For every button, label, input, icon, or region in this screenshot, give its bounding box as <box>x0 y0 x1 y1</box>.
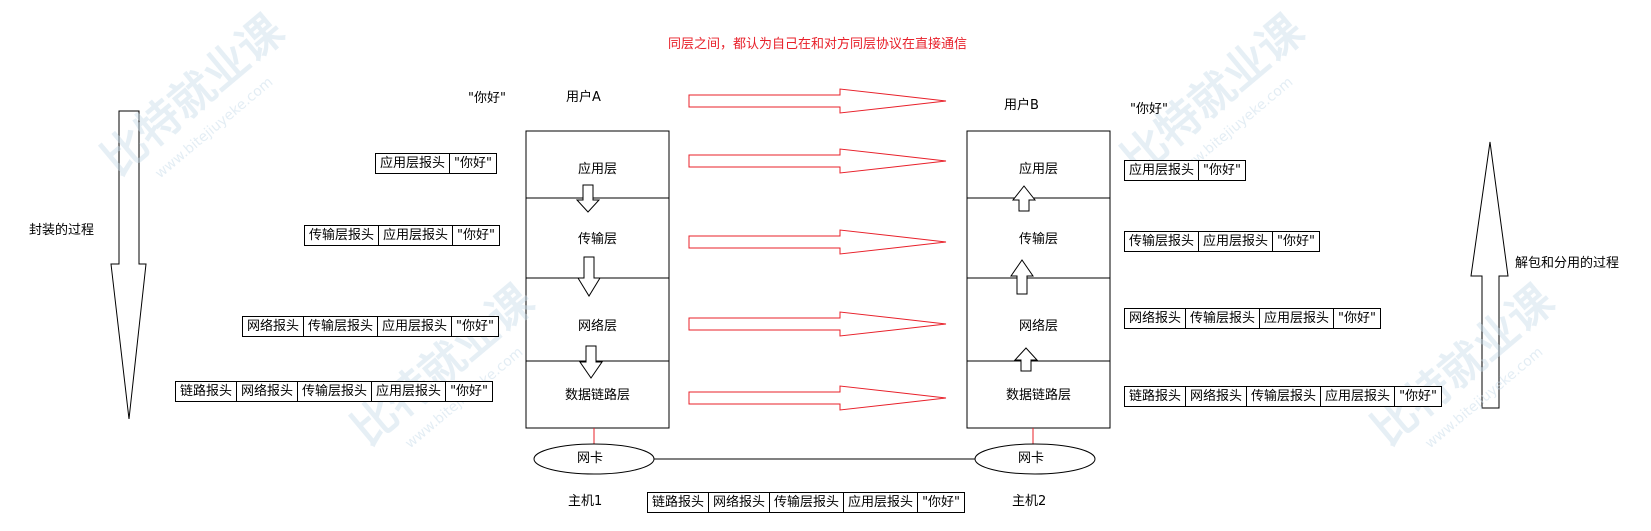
encapsulation-arrow <box>110 110 147 420</box>
payload: "你好" <box>445 381 494 402</box>
host2-layer-link: 数据链路层 <box>1005 388 1071 403</box>
host1-user-label: 用户A <box>566 90 601 105</box>
packet-trans-left: 传输层报头 应用层报头 "你好" <box>304 225 500 246</box>
host1-label: 主机1 <box>568 494 603 509</box>
app-header: 应用层报头 <box>1259 308 1335 329</box>
app-header: 应用层报头 <box>377 316 453 337</box>
host1-layer-app: 应用层 <box>577 162 617 177</box>
trans-header: 传输层报头 <box>1185 308 1261 329</box>
encapsulation-label: 封装的过程 <box>29 223 95 238</box>
link-header: 链路报头 <box>647 492 710 513</box>
packet-on-wire: 链路报头 网络报头 传输层报头 应用层报头 "你好" <box>647 492 966 513</box>
packet-link-right: 链路报头 网络报头 传输层报头 应用层报头 "你好" <box>1124 386 1443 407</box>
peer-arrows <box>688 88 947 411</box>
peer-arrow-trans <box>688 229 947 255</box>
host2-stack-box <box>966 130 1111 429</box>
host1-layer-link: 数据链路层 <box>564 388 630 403</box>
decapsulation-label: 解包和分用的过程 <box>1515 256 1620 271</box>
trans-header: 传输层报头 <box>1246 386 1322 407</box>
packet-trans-right: 传输层报头 应用层报头 "你好" <box>1124 231 1320 252</box>
trans-header: 传输层报头 <box>304 225 380 246</box>
host1-layer-trans: 传输层 <box>577 232 617 247</box>
down-arrow-1 <box>575 184 601 213</box>
net-header: 网络报头 <box>708 492 771 513</box>
net-header: 网络报头 <box>236 381 299 402</box>
host1-layer-net: 网络层 <box>577 319 617 334</box>
up-arrow-1 <box>1011 185 1037 212</box>
app-header: 应用层报头 <box>371 381 447 402</box>
peer-arrow-app <box>688 148 947 174</box>
host2-message: "你好" <box>1130 102 1168 117</box>
payload: "你好" <box>451 316 500 337</box>
payload: "你好" <box>452 225 500 246</box>
payload: "你好" <box>917 492 966 513</box>
up-arrow-3 <box>1013 347 1039 372</box>
down-arrow-2 <box>577 256 601 297</box>
packet-link-left: 链路报头 网络报头 传输层报头 应用层报头 "你好" <box>175 381 494 402</box>
app-header: 应用层报头 <box>378 225 454 246</box>
app-header: 应用层报头 <box>375 153 451 174</box>
trans-header: 传输层报头 <box>1124 231 1200 252</box>
link-header: 链路报头 <box>175 381 238 402</box>
host2-label: 主机2 <box>1012 494 1047 509</box>
host2-layer-net: 网络层 <box>1018 319 1058 334</box>
peer-arrow-link <box>688 385 947 411</box>
packet-net-right: 网络报头 传输层报头 应用层报头 "你好" <box>1124 308 1382 329</box>
host1-nic-label: 网卡 <box>577 451 604 466</box>
host1-message: "你好" <box>468 91 506 106</box>
up-arrow-2 <box>1010 259 1034 295</box>
packet-net-left: 网络报头 传输层报头 应用层报头 "你好" <box>242 316 500 337</box>
trans-header: 传输层报头 <box>769 492 845 513</box>
host2-layer-trans: 传输层 <box>1018 232 1058 247</box>
packet-app-left: 应用层报头 "你好" <box>375 153 497 174</box>
net-header: 网络报头 <box>1185 386 1248 407</box>
decapsulation-arrow <box>1470 141 1509 409</box>
packet-app-right: 应用层报头 "你好" <box>1124 160 1246 181</box>
payload: "你好" <box>449 153 497 174</box>
payload: "你好" <box>1394 386 1443 407</box>
payload: "你好" <box>1272 231 1320 252</box>
payload: "你好" <box>1333 308 1382 329</box>
host2-layer-app: 应用层 <box>1018 162 1058 177</box>
app-header: 应用层报头 <box>1320 386 1396 407</box>
peer-arrow-user <box>688 88 947 114</box>
host2-user-label: 用户B <box>1004 98 1039 113</box>
diagram-title: 同层之间，都认为自己在和对方同层协议在直接通信 <box>668 37 968 52</box>
host1-down-arrows <box>575 184 603 379</box>
link-header: 链路报头 <box>1124 386 1187 407</box>
host2-up-arrows <box>1010 185 1039 372</box>
down-arrow-3 <box>579 345 603 379</box>
host1-stack-box <box>525 130 670 429</box>
host2-nic-label: 网卡 <box>1018 451 1045 466</box>
trans-header: 传输层报头 <box>303 316 379 337</box>
net-header: 网络报头 <box>1124 308 1187 329</box>
app-header: 应用层报头 <box>843 492 919 513</box>
trans-header: 传输层报头 <box>297 381 373 402</box>
app-header: 应用层报头 <box>1124 160 1200 181</box>
net-header: 网络报头 <box>242 316 305 337</box>
app-header: 应用层报头 <box>1198 231 1274 252</box>
payload: "你好" <box>1198 160 1246 181</box>
peer-arrow-net <box>688 311 947 337</box>
